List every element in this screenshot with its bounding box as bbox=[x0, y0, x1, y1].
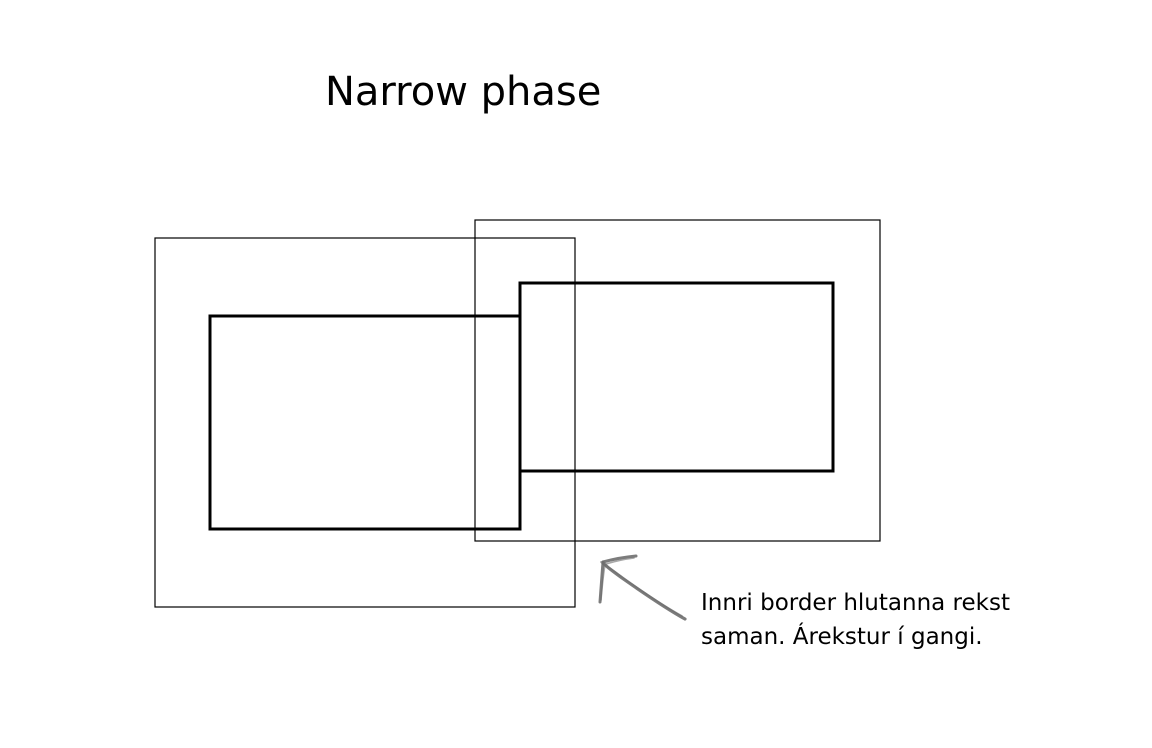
right-outer-border bbox=[474, 219, 881, 542]
collision-note-line-1: Innri border hlutanna rekst bbox=[701, 590, 1010, 616]
collision-note-line-2: saman. Árekstur í gangi. bbox=[701, 624, 983, 650]
right-inner-border bbox=[518, 281, 835, 473]
left-outer-border bbox=[154, 237, 576, 608]
page-title: Narrow phase bbox=[325, 69, 602, 115]
hand-drawn-arrow-icon bbox=[598, 554, 687, 621]
collision-note: Innri border hlutanna rekst saman. Áreks… bbox=[701, 586, 1010, 654]
left-inner-border bbox=[208, 314, 522, 531]
